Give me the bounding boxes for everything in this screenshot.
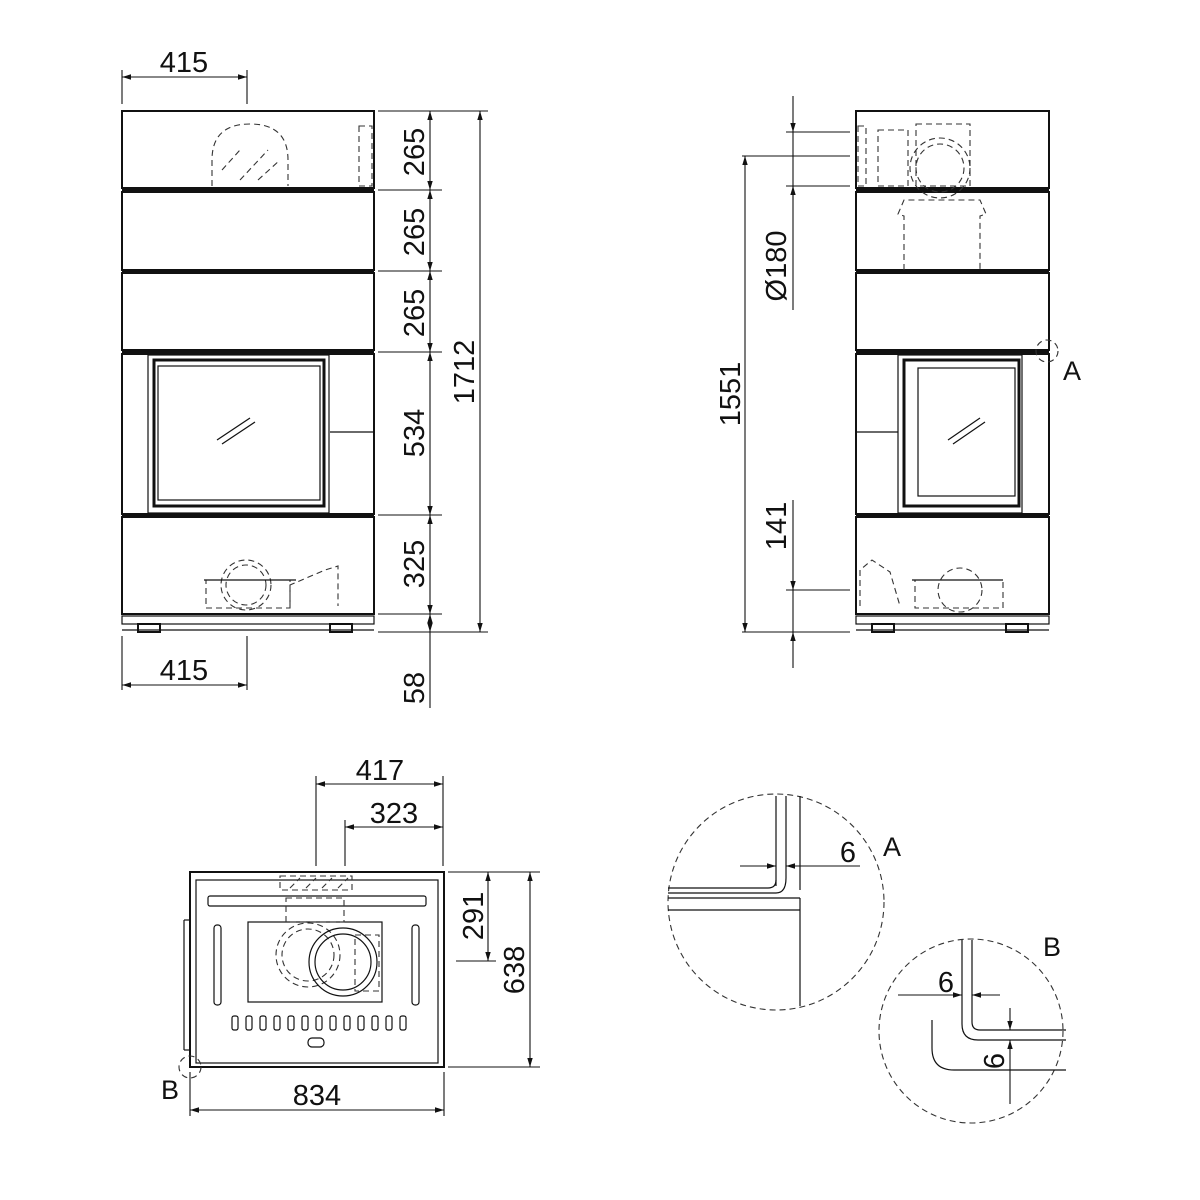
front-seg3-label: 265 (399, 289, 431, 337)
detail-a-title: A (883, 832, 901, 862)
front-bottom-width-label: 415 (160, 655, 208, 687)
front-seg2-label: 265 (399, 208, 431, 256)
front-top-width-label: 415 (160, 47, 208, 79)
side-detail-a-ref: A (1063, 356, 1081, 386)
detail-a-dim-label: 6 (840, 837, 856, 869)
top-width1-label: 417 (356, 755, 404, 787)
top-depth2-label: 638 (499, 946, 531, 994)
front-seg5-label: 325 (399, 540, 431, 588)
detail-b: 6 6 B (878, 932, 1066, 1124)
front-total-height-label: 1712 (449, 340, 481, 405)
detail-b-dim-v-label: 6 (979, 1053, 1011, 1069)
top-depth1-label: 291 (458, 892, 490, 940)
side-diameter-label: Ø180 (761, 231, 793, 302)
detail-a: 6 A (667, 793, 901, 1011)
top-width2-label: 323 (370, 798, 418, 830)
detail-b-dim-h-label: 6 (938, 967, 954, 999)
air-slots (231, 1015, 407, 1031)
front-seg4-label: 534 (399, 409, 431, 457)
front-seg1-label: 265 (399, 128, 431, 176)
side-height-label: 1551 (715, 362, 747, 427)
side-bottom-label: 141 (761, 502, 793, 550)
top-detail-b-ref: B (161, 1075, 179, 1105)
detail-b-title: B (1043, 932, 1061, 962)
front-foot-label: 58 (399, 672, 431, 704)
top-view: B 417 323 291 638 834 (161, 755, 540, 1116)
front-view: 415 415 265 265 265 534 325 58 1712 (121, 47, 488, 708)
top-total-width-label: 834 (293, 1080, 341, 1112)
side-view: A Ø180 1551 141 (715, 96, 1081, 668)
